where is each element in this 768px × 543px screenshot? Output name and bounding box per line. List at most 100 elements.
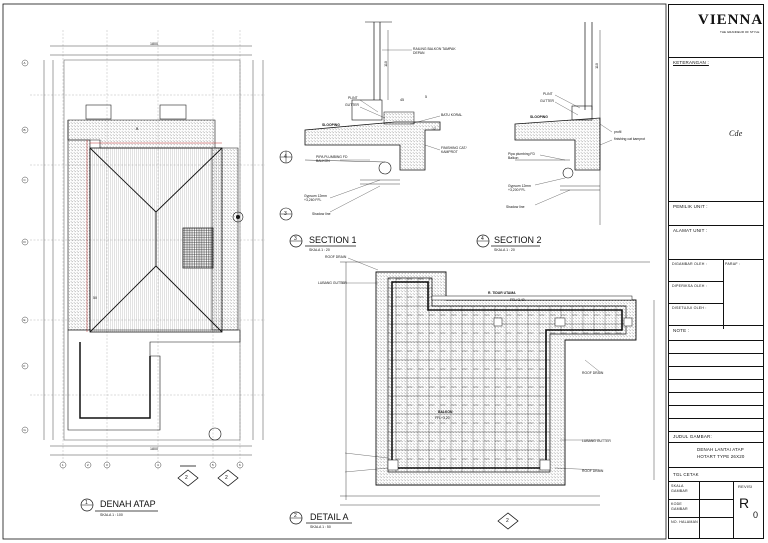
- s2-sloping-note: SLOOPING: [530, 115, 548, 119]
- denah-dim-50: 50: [93, 296, 97, 300]
- denah-scale: SKALA 1 : 100: [100, 513, 123, 517]
- tgl-cetak-label: TGL CETAK: [673, 472, 699, 477]
- judul-line-2: HOTART TYPE 26X20: [697, 454, 745, 459]
- title-block-divider: [669, 225, 763, 226]
- title-block-divider: [669, 201, 763, 202]
- s1-pipa-note: PIPA PLUMBING FD BALKON: [316, 155, 348, 163]
- section-1-number: 3: [294, 236, 297, 242]
- s2-finishing-note: finishing cat kamprot: [614, 137, 646, 141]
- section-2-number: 4: [481, 236, 484, 242]
- revisi-number: 0: [753, 510, 759, 520]
- s2-gutter-note: GUTTER: [540, 99, 554, 103]
- title-block-divider: [669, 517, 733, 518]
- title-block-divider: [669, 442, 763, 443]
- s1-dim-110: 110: [383, 61, 388, 67]
- s1-sloping-note: SLOOPING: [322, 123, 340, 127]
- title-block-divider: [669, 281, 724, 282]
- denah-number: 1: [85, 500, 88, 506]
- grid-label: 4: [157, 463, 159, 467]
- detail-lubang-note-2: LUBANG GUTTER: [582, 439, 611, 443]
- s1-gypsum-note: Gypsum 12mm +3,260 FFL: [304, 194, 327, 202]
- brand-tagline: THE GRANDEUR OF STYLE: [720, 30, 760, 34]
- note-line: [669, 418, 763, 419]
- digambar-label: DIGAMBAR OLEH :: [672, 262, 707, 266]
- s1-shadow-note: Shadow line: [312, 212, 331, 216]
- denah-section-marker-d: 4: [284, 154, 287, 160]
- detail-roof-drain-note-2: ROOF DRAIN: [582, 371, 604, 375]
- title-block: KETERANGAN : PEMILIK UNIT : ALAMAT UNIT …: [668, 4, 764, 539]
- section-1-scale: SKALA 1 : 20: [309, 248, 330, 252]
- title-block-divider: [669, 325, 763, 326]
- detail-lubang-note: LUBANG GUTTER: [318, 281, 347, 285]
- section-2-title: SECTION 2: [494, 235, 542, 245]
- detail-section-marker: 2: [506, 518, 509, 524]
- s2-plint-note: PLINT: [543, 92, 553, 96]
- title-block-divider: [669, 467, 763, 468]
- sheet-border: [2, 3, 667, 540]
- note-label: NOTE :: [673, 328, 690, 333]
- diperiksa-label: DIPERIKSA OLEH :: [672, 284, 707, 288]
- section-1-title: SECTION 1: [309, 235, 357, 245]
- grid-label: 5: [212, 463, 214, 467]
- revisi-label: REVISI: [738, 484, 753, 489]
- title-block-divider: [669, 431, 763, 432]
- detail-a-plan: [289, 257, 655, 530]
- title-block-divider: [669, 499, 733, 500]
- detail-room-label: R. TIDUR UTAMA: [488, 291, 516, 295]
- brand-name: VIENNA: [698, 12, 764, 28]
- note-line: [669, 353, 763, 354]
- detail-room-ffl: FFL+3,40: [510, 298, 525, 302]
- s2-shadow-note: Shadow line: [506, 205, 525, 209]
- grid-label: 6: [239, 463, 241, 467]
- note-line: [669, 392, 763, 393]
- note-line: [669, 405, 763, 406]
- title-block-v-divider: [723, 259, 724, 329]
- keterangan-label: KETERANGAN :: [673, 60, 709, 65]
- pemilik-label: PEMILIK UNIT :: [673, 204, 708, 209]
- revisi-value: R: [739, 495, 750, 511]
- denah-section-marker-a: 2: [185, 475, 188, 481]
- detail-a-title: DETAIL A: [310, 512, 349, 522]
- judul-line-1: DENAH LANTAI ATAP: [697, 447, 744, 452]
- s1-dim-12: 12: [432, 127, 436, 131]
- denah-dim-bottom: 1800: [150, 447, 158, 451]
- grid-label: 2: [87, 463, 89, 467]
- kode-label: KODE GAMBAR: [671, 502, 688, 511]
- denah-title: DENAH ATAP: [100, 499, 156, 509]
- detail-balkon-ffl: FFL+3,20: [435, 416, 450, 420]
- grid-label: G: [23, 428, 26, 432]
- s1-railing-note: RAILING BALKON TAMPAK DEPAN: [413, 47, 456, 55]
- s1-plint-note: PLINT: [348, 96, 358, 100]
- title-block-divider: [669, 481, 763, 482]
- note-line: [669, 340, 763, 341]
- note-line: [669, 379, 763, 380]
- s1-finishing-note: FINISHING CAT/ KAMPROT: [441, 146, 467, 154]
- section-2-detail: [476, 22, 613, 248]
- no-halaman-label: NO. HALAMAN: [671, 520, 698, 524]
- s2-gypsum-note: Gypsum 12mm +3,200 FFL: [508, 184, 531, 192]
- denah-section-marker-c: 3: [284, 211, 287, 217]
- alamat-label: ALAMAT UNIT :: [673, 228, 708, 233]
- title-block-divider: [669, 259, 763, 260]
- grid-label: 3: [106, 463, 108, 467]
- s1-gutter-note: GUTTER: [345, 103, 359, 107]
- title-block-divider: [669, 57, 763, 58]
- title-block-divider: [669, 303, 724, 304]
- skala-label: SKALA GAMBAR: [671, 484, 688, 493]
- section-1-detail: [289, 21, 441, 248]
- s1-dim-5: 5: [425, 95, 427, 99]
- grid-label: F: [23, 364, 26, 368]
- denah-dim-top: 1800: [150, 42, 158, 46]
- section-2-scale: SKALA 1 : 20: [494, 248, 515, 252]
- denah-tag: B: [136, 127, 139, 131]
- title-block-v-divider: [699, 481, 700, 539]
- detail-roof-drain-note-3: ROOF DRAIN: [582, 469, 604, 473]
- roof-plan: [21, 30, 293, 512]
- disetujui-label: DISETUJUI OLEH :: [672, 306, 707, 310]
- s1-dim-45: 45: [400, 98, 404, 102]
- detail-a-number: 2: [294, 513, 297, 519]
- s1-batu-note: BATU KORAL: [441, 113, 463, 117]
- detail-a-scale: SKALA 1 : 50: [310, 525, 331, 529]
- signature: Cde: [729, 129, 743, 138]
